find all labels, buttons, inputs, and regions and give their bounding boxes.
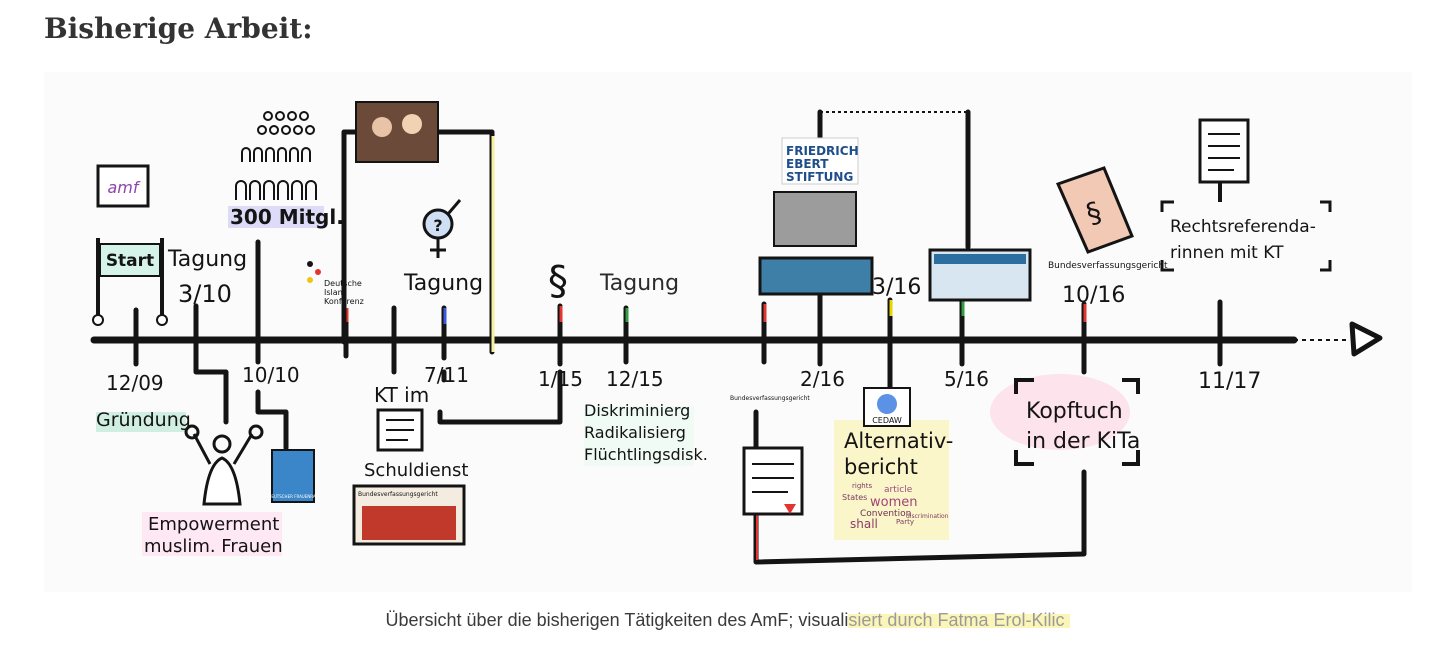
svg-text:Konferenz: Konferenz: [324, 297, 364, 306]
figure-caption: Übersicht über die bisherigen Tätigkeite…: [0, 610, 1456, 631]
bverfg-label-top: Bundesverfassungsgericht: [1048, 261, 1168, 271]
date-12-09: 12/09: [106, 371, 164, 395]
conference-photo: [355, 101, 439, 163]
fes-group-photo: [773, 191, 857, 247]
frauenrat-logo: [271, 449, 315, 503]
start-flag-foot-right: [156, 314, 168, 326]
caption-text: Übersicht über die bisherigen Tätigkeite…: [385, 610, 849, 630]
fes-document: [758, 256, 874, 296]
book-icon: §: [1055, 166, 1134, 254]
timeline-arrow-icon: [1349, 321, 1383, 357]
kopftuch-corner-bl: [1014, 450, 1034, 466]
document-red-mark: [784, 504, 796, 514]
gruendung-label: Gründung: [96, 409, 191, 431]
gruendung-highlight: [96, 412, 186, 432]
report-document-header: [934, 254, 1026, 264]
page-title: Bisherige Arbeit:: [44, 12, 313, 45]
alternativ-highlight: [834, 420, 949, 540]
bverfg-label-bottom: Bundesverfassungsgericht: [730, 395, 810, 402]
mitgl-label: 300 Mitgl.: [230, 205, 344, 229]
gender-question: ?: [433, 216, 442, 235]
schuldienst-label: Schuldienst: [364, 460, 468, 481]
photo-person-1: [372, 117, 392, 137]
tagung-2-label: Tagung: [403, 271, 483, 296]
tagung-1-label: Tagung: [167, 247, 247, 272]
svg-text:Convention: Convention: [860, 509, 911, 519]
kt-im-label: KT im: [374, 383, 429, 407]
empowerment-line1: Empowerment: [148, 514, 279, 535]
tick-accents: [345, 296, 1087, 324]
un-emblem-icon: [877, 394, 897, 414]
refer-line2: rinnen mit KT: [1170, 243, 1284, 263]
disk-highlight: [584, 406, 694, 466]
paragraph-icon: §: [548, 258, 568, 304]
date-10-16: 10/16: [1062, 283, 1125, 308]
disk-line1: Diskriminierg: [584, 401, 690, 420]
refer-corner-bl: [1160, 260, 1174, 272]
frauenrat-label: DEUTSCHER FRAUENRAT: [268, 494, 318, 499]
svg-text:States: States: [842, 493, 867, 502]
start-flag-foot-left: [92, 314, 104, 326]
fes-line1: FRIEDRICH: [786, 144, 859, 158]
svg-text:article: article: [884, 485, 913, 495]
cedaw-label: CEDAW: [872, 416, 902, 425]
date-7-11: 7/11: [424, 363, 469, 387]
start-label: Start: [106, 251, 154, 271]
caption-credit: siert durch Fatma Erol-Kilic: [848, 610, 1071, 630]
svg-text:Deutsche: Deutsche: [324, 279, 362, 288]
gender-arrow-icon: [446, 199, 462, 215]
svg-text:Party: Party: [896, 518, 914, 526]
svg-text:rights: rights: [852, 482, 872, 490]
dik-logo: Deutsche Islam Konferenz: [307, 261, 364, 306]
refer-corner-tr: [1320, 200, 1332, 212]
refer-corner-br: [1320, 260, 1332, 272]
timeline-illustration: amf Start Tagung 3/10 300 Mitgl. Deutsch…: [44, 72, 1412, 592]
amf-logo: amf: [107, 178, 140, 197]
svg-text:Islam: Islam: [324, 288, 346, 297]
mitgl-highlight: [228, 206, 324, 228]
svg-text:shall: shall: [850, 517, 878, 531]
svg-text:discrimination: discrimination: [906, 513, 949, 520]
refer-line1: Rechtsreferenda-: [1170, 217, 1316, 237]
document-icon: [1198, 118, 1250, 184]
date-1-15: 1/15: [538, 367, 583, 391]
disk-line3: Flüchtlingsdisk.: [584, 445, 708, 464]
amf-logo-box: [96, 164, 150, 208]
court-judges: [362, 506, 456, 540]
date-2-16: 2/16: [800, 367, 845, 391]
timeline-svg: amf Start Tagung 3/10 300 Mitgl. Deutsch…: [90, 101, 1383, 565]
kopftuch-corner-tr: [1122, 378, 1140, 394]
bottom-document-icon: [742, 446, 804, 516]
tagung-1-date: 3/10: [178, 280, 232, 308]
fes-logo-box: [781, 137, 859, 185]
alternativ-line2: bericht: [844, 455, 918, 479]
date-12-15: 12/15: [606, 367, 664, 391]
date-3-16: 3/16: [872, 275, 921, 300]
empowerment-highlight: [142, 512, 282, 556]
photo-person-2: [402, 114, 422, 134]
date-10-10: 10/10: [242, 363, 300, 387]
refer-corner-tl: [1160, 200, 1174, 212]
fes-line2: EBERT: [786, 157, 829, 171]
disk-line2: Radikalisierg: [584, 423, 686, 442]
kopftuch-line2: in der KiTa: [1026, 429, 1140, 454]
fes-line3: STIFTUNG: [786, 170, 853, 184]
kopftuch-line1: Kopftuch: [1026, 399, 1123, 424]
alternativ-line1: Alternativ-: [844, 429, 953, 453]
svg-text:women: women: [870, 495, 918, 510]
date-5-16: 5/16: [944, 367, 989, 391]
empowerment-figure-icon: [184, 424, 264, 506]
kopftuch-corner-br: [1122, 450, 1140, 466]
word-cloud: rights article States women Convention s…: [842, 482, 949, 531]
tagung-3-label: Tagung: [599, 271, 679, 296]
kopftuch-corner-tl: [1014, 378, 1034, 394]
date-11-17: 11/17: [1198, 369, 1261, 394]
kopftuch-highlight: [990, 374, 1130, 450]
bverfg-label-court: Bundesverfassungsgericht: [358, 491, 438, 498]
empowerment-line2: muslim. Frauen: [144, 536, 283, 557]
crowd-icon: [235, 111, 317, 200]
start-banner: [99, 243, 161, 277]
